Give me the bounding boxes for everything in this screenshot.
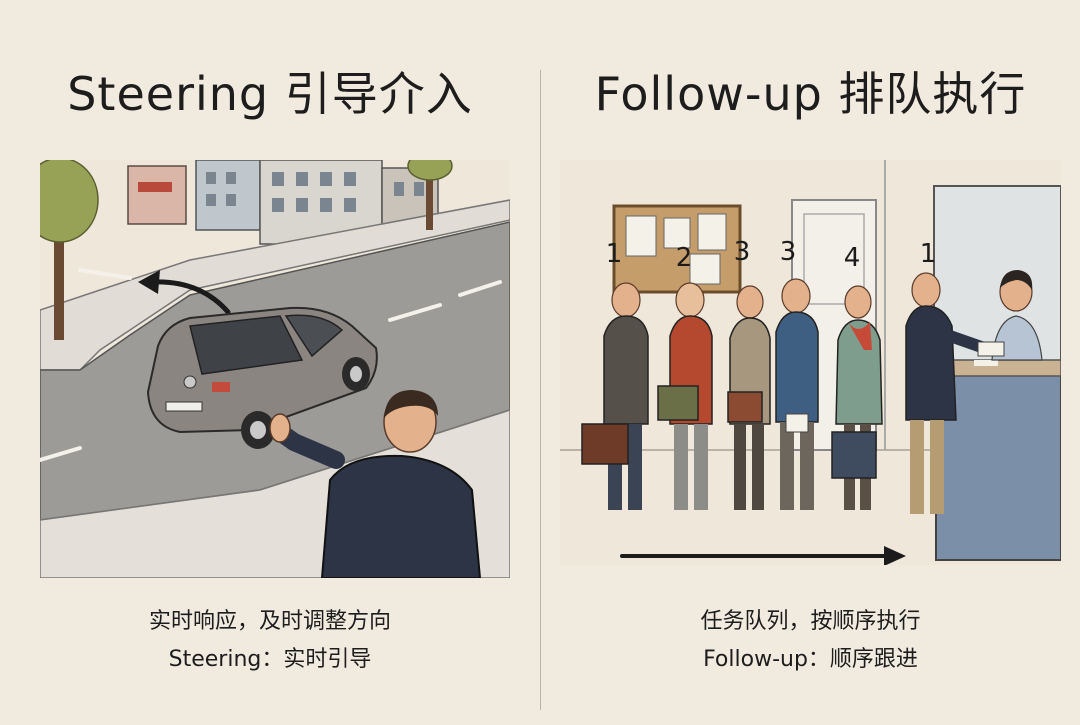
steering-illustration bbox=[40, 160, 510, 578]
queue-numbers: 1 2 3 3 4 1 bbox=[606, 237, 937, 273]
queue-number-1-front: 1 bbox=[920, 239, 937, 269]
queue-direction-arrow-icon bbox=[620, 546, 906, 565]
steering-caption-line1: 实时响应，及时调整方向 bbox=[148, 609, 391, 634]
person-5 bbox=[831, 285, 883, 510]
queue-illustration: 1 2 3 3 4 1 bbox=[560, 160, 1061, 565]
car bbox=[146, 306, 378, 449]
waving-man bbox=[269, 390, 482, 578]
person-6-front bbox=[905, 272, 1005, 514]
steering-panel: Steering 引导介入 bbox=[40, 67, 510, 672]
queue-number-3a: 3 bbox=[734, 237, 751, 267]
tree-left bbox=[40, 160, 99, 340]
follow-up-caption-line1: 任务队列，按顺序执行 bbox=[700, 609, 921, 634]
follow-up-panel: Follow-up 排队执行 bbox=[541, 0, 1080, 725]
queue-number-1: 1 bbox=[606, 239, 623, 269]
person-4 bbox=[775, 278, 819, 510]
queue-number-4: 4 bbox=[844, 243, 861, 273]
follow-up-caption-line2: Follow-up：顺序跟进 bbox=[703, 647, 918, 672]
person-1 bbox=[581, 282, 649, 510]
steering-caption-line2: Steering：实时引导 bbox=[168, 647, 372, 672]
follow-up-title: Follow-up 排队执行 bbox=[594, 67, 1027, 121]
steering-title: Steering 引导介入 bbox=[67, 67, 473, 121]
tree-right bbox=[407, 160, 453, 230]
panel-divider bbox=[540, 70, 541, 710]
person-2 bbox=[657, 282, 713, 510]
queue-number-3b: 3 bbox=[780, 237, 797, 267]
bulletin-board bbox=[612, 204, 742, 294]
turn-arrow-icon bbox=[138, 270, 231, 315]
queue-number-2: 2 bbox=[676, 243, 693, 273]
person-3 bbox=[727, 285, 771, 510]
